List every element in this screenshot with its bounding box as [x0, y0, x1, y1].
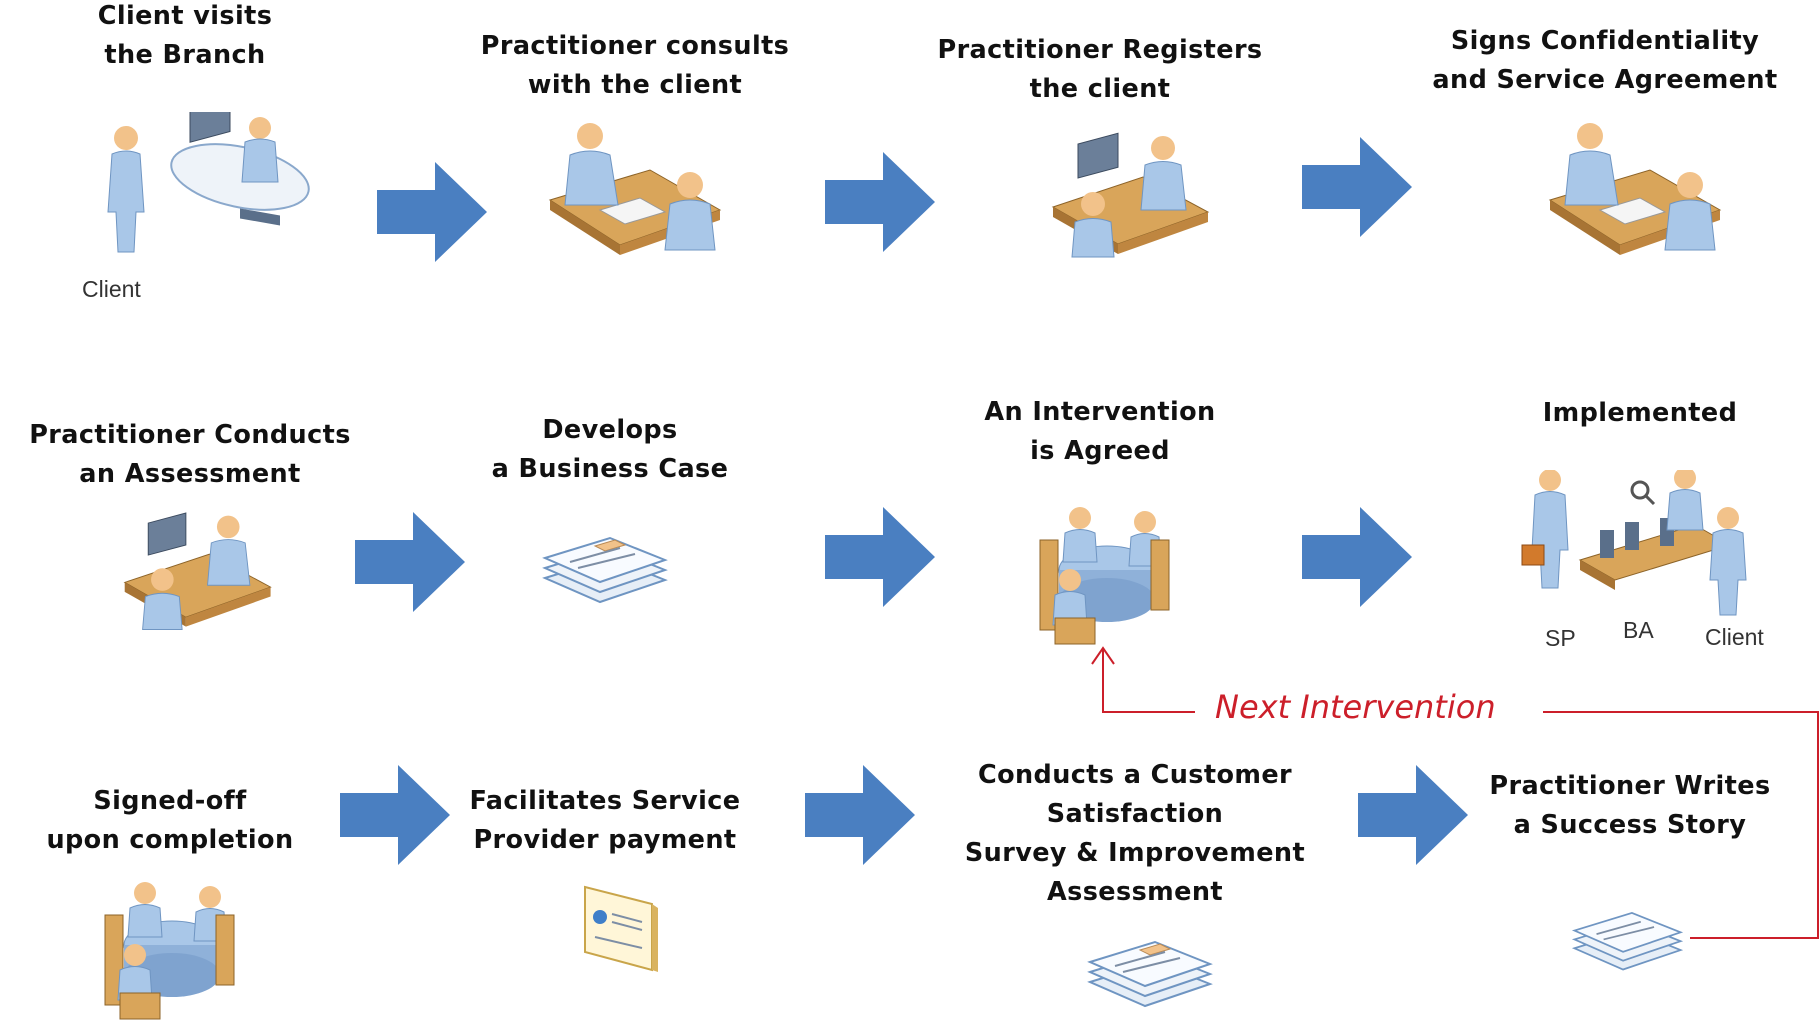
step-label-client-visits: Client visits the Branch: [60, 0, 310, 75]
step-label-consults: Practitioner consults with the client: [455, 27, 815, 105]
flow-arrow-icon: [340, 765, 450, 865]
step-label-implemented: Implemented: [1515, 394, 1765, 433]
step-label-line: with the client: [527, 70, 743, 100]
payment-document-icon: [584, 885, 658, 972]
client-caption: Client: [82, 276, 141, 302]
step-label-line: Practitioner Registers: [937, 35, 1263, 65]
flow-arrow-icon: [355, 512, 465, 612]
step-label-assessment: Practitioner Conducts an Assessment: [10, 416, 370, 494]
step-label-line: the Branch: [104, 40, 266, 70]
agreement-signing-icon: [1548, 123, 1722, 255]
step-label-line: Practitioner Writes: [1489, 771, 1771, 801]
step-label-line: Signed-off: [93, 786, 247, 816]
step-label-signed-off: Signed-off upon completion: [20, 782, 320, 860]
assessment-computer-icon: [123, 512, 272, 630]
flow-arrow-icon: [1302, 507, 1412, 607]
meeting-table-icon: [1039, 507, 1170, 645]
document-stack-icon: [542, 536, 668, 604]
step-label-line: Practitioner Conducts: [29, 420, 351, 450]
step-label-registers: Practitioner Registers the client: [915, 31, 1285, 109]
step-label-line: a Success Story: [1513, 810, 1747, 840]
flow-arrow-icon: [825, 152, 935, 252]
flow-arrow-icon: [1302, 137, 1412, 237]
step-label-business-case: Develops a Business Case: [465, 411, 755, 489]
step-label-line: Survey & Improvement: [964, 838, 1306, 868]
flow-arrow-icon: [825, 507, 935, 607]
step-label-line: a Business Case: [491, 454, 729, 484]
step-label-signs-agreement: Signs Confidentiality and Service Agreem…: [1405, 22, 1805, 100]
next-intervention-label: Next Intervention: [1215, 688, 1496, 726]
document-stack-icon: [1571, 911, 1684, 971]
registration-computer-icon: [1051, 132, 1210, 258]
step-label-line: Signs Confidentiality: [1450, 26, 1760, 56]
step-label-success-story: Practitioner Writes a Success Story: [1460, 767, 1800, 845]
step-label-line: Develops: [542, 415, 678, 445]
step-label-line: Satisfaction: [1046, 799, 1224, 829]
client-caption: Client: [1705, 624, 1764, 650]
flow-arrow-icon: [1358, 765, 1468, 865]
step-label-customer-survey: Conducts a Customer Satisfaction Survey …: [940, 756, 1330, 912]
step-label-line: upon completion: [46, 825, 294, 855]
step-label-line: An Intervention: [984, 397, 1216, 427]
step-label-line: Provider payment: [473, 825, 737, 855]
step-label-line: and Service Agreement: [1432, 65, 1778, 95]
step-label-line: Client visits: [97, 1, 273, 31]
step-label-line: Implemented: [1542, 398, 1738, 428]
step-label-line: the client: [1029, 74, 1171, 104]
flow-arrow-icon: [377, 162, 487, 262]
step-label-payment: Facilitates Service Provider payment: [455, 782, 755, 860]
step-label-line: Facilitates Service: [469, 786, 741, 816]
step-label-line: Practitioner consults: [480, 31, 790, 61]
meeting-table-icon: [104, 882, 235, 1020]
sp-caption: SP: [1545, 625, 1576, 651]
consultation-icon: [548, 123, 722, 255]
step-label-line: an Assessment: [79, 459, 301, 489]
client-visits-desk-icon: [107, 112, 310, 253]
implementation-conveyor-icon: [1521, 470, 1747, 616]
step-label-line: Assessment: [1047, 877, 1223, 907]
document-stack-icon: [1087, 940, 1213, 1008]
flow-arrow-icon: [805, 765, 915, 865]
step-label-intervention-agreed: An Intervention is Agreed: [955, 393, 1245, 471]
step-label-line: is Agreed: [1030, 436, 1170, 466]
ba-caption: BA: [1623, 617, 1654, 643]
step-label-line: Conducts a Customer: [977, 760, 1293, 790]
